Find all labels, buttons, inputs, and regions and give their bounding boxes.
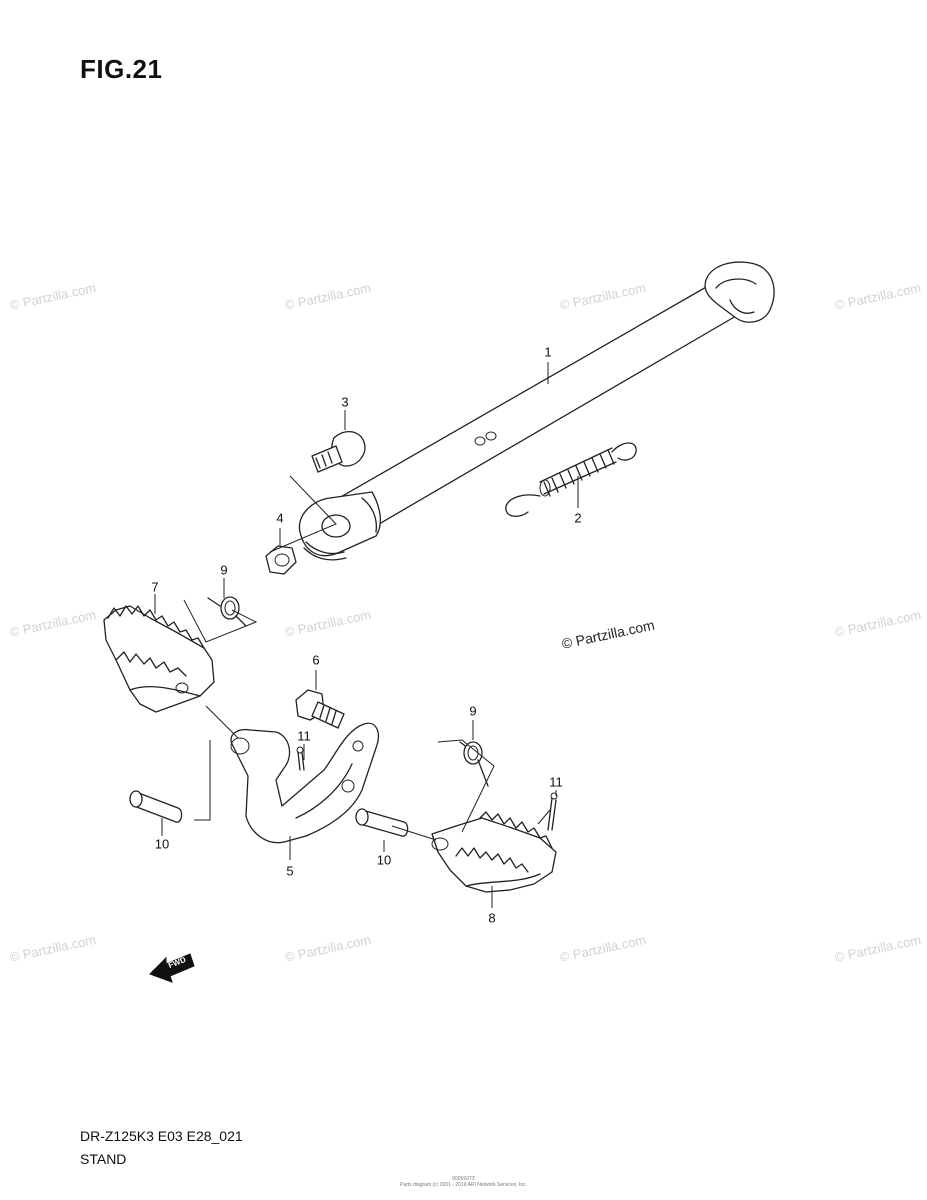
figure-title: FIG.21 xyxy=(80,54,163,84)
callout-9-right: 9 xyxy=(469,703,477,719)
model-code: DR-Z125K3 E03 E28_021 xyxy=(80,1128,243,1144)
forward-arrow-icon xyxy=(149,953,195,983)
assembly-guide-lines xyxy=(183,475,551,841)
cotter-pin-left xyxy=(296,746,305,771)
cotter-pin-right xyxy=(547,792,558,831)
stand-spring xyxy=(505,442,637,517)
callout-10-left: 10 xyxy=(154,836,170,852)
callout-leaders xyxy=(154,362,579,908)
callout-1: 1 xyxy=(544,344,552,360)
pivot-bolt xyxy=(311,431,366,473)
callout-11-left: 11 xyxy=(297,728,311,744)
callout-3: 3 xyxy=(341,394,349,410)
callout-8: 8 xyxy=(488,910,496,926)
side-stand-bar xyxy=(298,261,775,561)
footrest-bracket xyxy=(230,722,379,844)
bracket-bolt xyxy=(295,689,345,729)
footer-note: 00001073 Parts diagram (c) 2001 - 2019 A… xyxy=(400,1176,527,1188)
footrest-pin-left xyxy=(129,790,183,823)
callout-2: 2 xyxy=(574,510,582,526)
callout-4: 4 xyxy=(276,510,284,526)
callout-11-right: 11 xyxy=(549,774,563,790)
footer-note-copyright: Parts diagram (c) 2001 - 2019 ARI Networ… xyxy=(400,1182,527,1188)
footrest-pin-right xyxy=(355,808,409,837)
pivot-nut xyxy=(265,545,297,575)
section-name: STAND xyxy=(80,1151,127,1167)
callout-5: 5 xyxy=(286,863,294,879)
callout-7: 7 xyxy=(151,579,159,595)
footrest-right xyxy=(431,811,557,893)
callout-6: 6 xyxy=(312,652,320,668)
footrest-spring-right xyxy=(459,741,489,787)
callout-10-right: 10 xyxy=(376,852,392,868)
footer-note-code: 00001073 xyxy=(452,1176,475,1182)
footrest-left xyxy=(103,605,215,713)
footrest-spring-left xyxy=(207,596,247,627)
callout-9-left: 9 xyxy=(220,562,228,578)
